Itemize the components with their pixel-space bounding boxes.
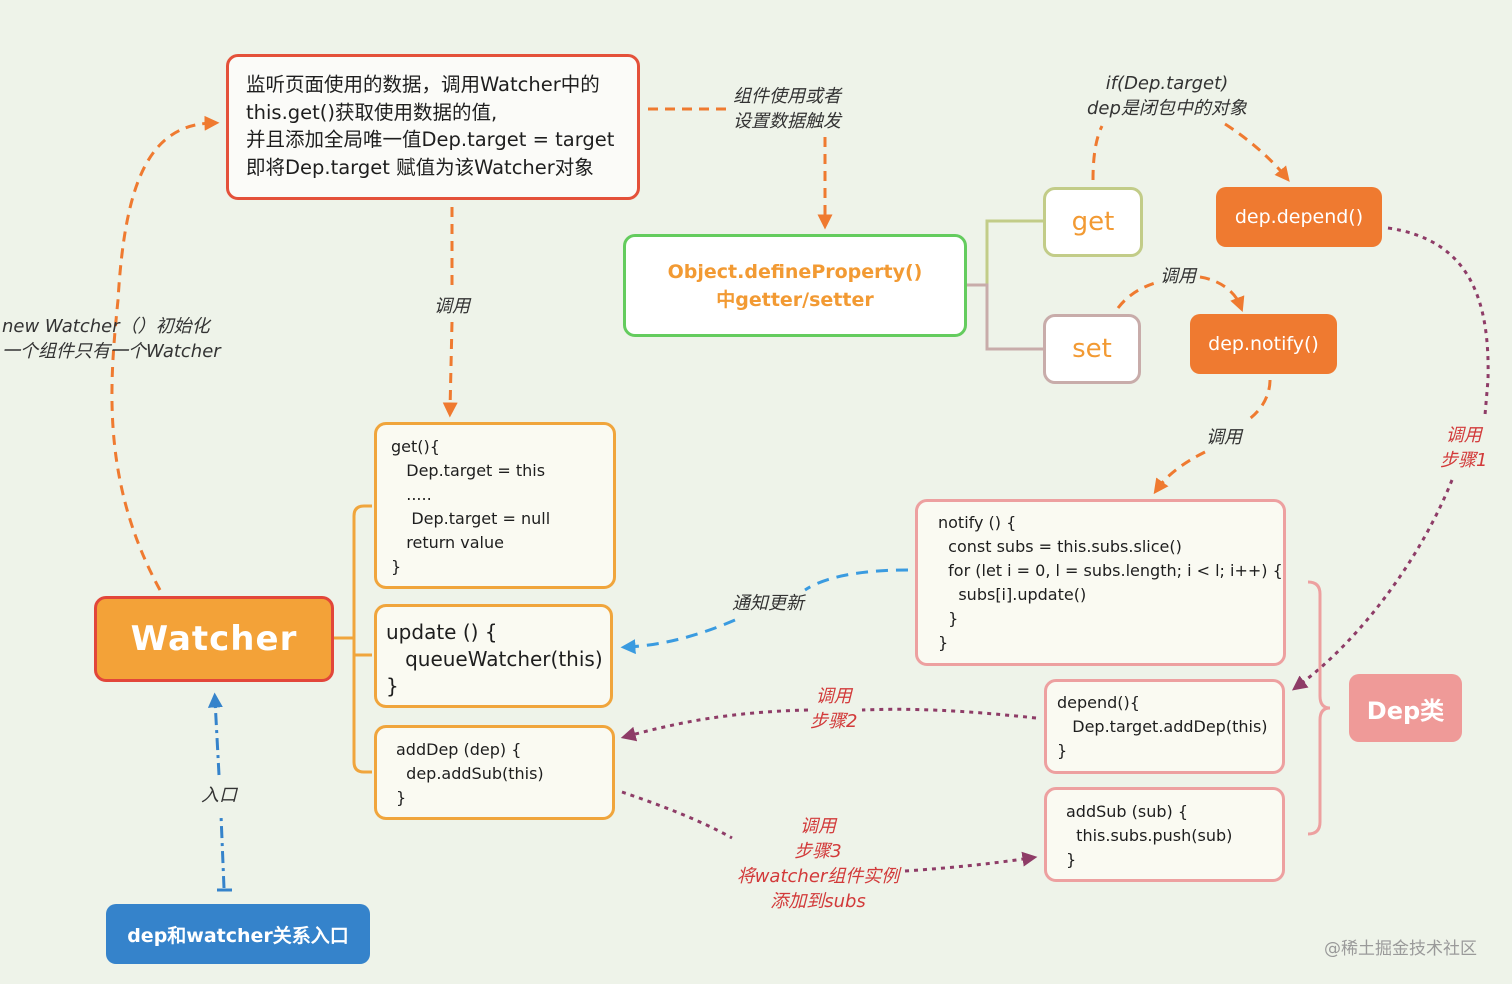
code-line: get(){ [391,437,440,456]
intro-line: 即将Dep.target 赋值为该Watcher对象 [246,155,594,179]
step1-label: 调用 步骤1 [1440,423,1487,473]
code-line: depend(){ [1057,693,1140,712]
trigger-label: 组件使用或者 设置数据触发 [733,84,841,134]
trigger-label-line: 设置数据触发 [733,111,841,132]
step2-arrow-2 [620,708,809,742]
step3-label: 调用 步骤3 将watcher组件实例 添加到subs [734,814,902,914]
step1-label-line: 调用 [1445,425,1482,446]
step2-label-line: 步骤2 [810,711,858,732]
odp-get-connector [967,219,1043,287]
set-notify-arrow [1116,281,1156,309]
intro-box: 监听页面使用的数据，调用Watcher中的 this.get()获取使用数据的值… [226,54,640,200]
notify-call-label: 调用 [1206,427,1242,448]
code-line: dep.addSub(this) [396,764,544,783]
dep-depend-code: depend(){ Dep.target.addDep(this) } [1044,679,1285,774]
code-line: } [386,674,399,698]
call-label: 调用 [434,296,470,317]
code-line: Dep.target = null [391,509,551,528]
step2-arrow [861,707,1037,720]
code-line: } [1066,850,1077,869]
define-property-node: Object.defineProperty() 中getter/setter [623,234,967,337]
watcher-bracket [334,504,372,774]
code-line: const subs = this.subs.slice() [938,537,1182,556]
set-call-label: 调用 [1160,266,1196,287]
step3-label-line: 调用 [800,816,836,837]
watcher-adddep-code: addDep (dep) { dep.addSub(this) } [374,725,615,820]
step3-label-line: 步骤3 [794,841,842,862]
intro-line: this.get()获取使用数据的值, [246,100,498,124]
get-condition-label: if(Dep.target) dep是闭包中的对象 [1087,71,1247,121]
code-line: Dep.target.addDep(this) [1057,717,1268,736]
code-line: update () { [386,620,498,644]
step3-label-line: 添加到subs [770,891,866,912]
step3-label-line: 将watcher组件实例 [736,866,900,887]
dep-class-node: Dep类 [1349,674,1462,742]
code-line: this.subs.push(sub) [1066,826,1233,845]
odp-set-connector [967,283,1043,351]
define-property-line: 中getter/setter [716,288,874,311]
code-line: addSub (sub) { [1066,802,1189,821]
get-condition-line: dep是闭包中的对象 [1087,98,1247,119]
code-line: } [391,557,402,576]
get-node: get [1043,187,1143,257]
init-label: new Watcher（）初始化 一个组件只有一个Watcher [2,314,221,364]
notify-update-label: 通知更新 [732,593,804,614]
code-line: return value [391,533,504,552]
watcher-update-code: update () { queueWatcher(this) } [374,604,613,708]
entry-label: 入口 [201,785,237,806]
code-line: ..... [391,485,432,504]
dep-notify-node: dep.notify() [1190,314,1337,374]
call-down-arrow [450,207,452,410]
dep-brace [1307,580,1331,836]
notify-update-arrow [804,568,909,592]
code-line: notify () { [938,513,1017,532]
code-line: } [396,788,407,807]
entry-arrow [215,700,224,889]
code-line: queueWatcher(this) [386,647,603,671]
notify-update-arrow-2 [620,618,736,655]
trigger-label-line: 组件使用或者 [733,86,841,107]
dep-depend-node: dep.depend() [1216,187,1382,247]
code-line: for (let i = 0, l = subs.length; i < l; … [938,561,1283,580]
code-line: } [1057,741,1068,760]
entry-node: dep和watcher关系入口 [106,904,370,964]
init-arrow [110,115,220,591]
get-condition-line: if(Dep.target) [1105,73,1229,94]
define-property-line: Object.defineProperty() [667,260,923,283]
step1-arrow [1387,226,1490,416]
code-line: } [938,609,959,628]
intro-line: 并且添加全局唯一值Dep.target = target [246,128,615,151]
notify-call-arrow-2 [1153,450,1206,495]
get-depend-arrow-2 [1224,122,1290,182]
code-line: addDep (dep) { [396,740,522,759]
dep-addsub-code: addSub (sub) { this.subs.push(sub) } [1044,787,1285,882]
get-depend-arrow [1091,125,1104,181]
step2-label: 调用 步骤2 [810,684,857,734]
watcher-node: Watcher [94,596,334,682]
step3-arrow [621,790,733,840]
set-node: set [1043,314,1141,384]
step2-label-line: 调用 [815,686,852,707]
watermark: @稀土掘金技术社区 [1324,939,1477,959]
dep-notify-code: notify () { const subs = this.subs.slice… [915,499,1286,666]
notify-call-arrow [1247,379,1272,422]
step1-label-line: 步骤1 [1440,450,1488,471]
step3-arrow-2 [904,851,1038,873]
code-line: Dep.target = this [391,461,546,480]
code-line: subs[i].update() [938,585,1087,604]
init-label-line: 一个组件只有一个Watcher [2,341,221,362]
set-notify-arrow-2 [1199,275,1245,312]
intro-line: 监听页面使用的数据，调用Watcher中的 [246,73,600,96]
watcher-get-code: get(){ Dep.target = this ..... Dep.targe… [374,422,616,589]
code-line: } [938,633,949,652]
init-label-line: new Watcher（）初始化 [2,316,210,337]
